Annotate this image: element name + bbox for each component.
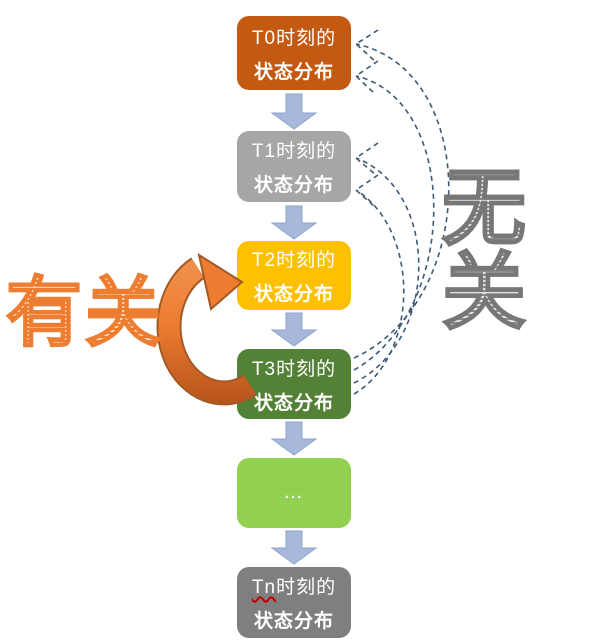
open-arrowhead-icon: [354, 142, 379, 176]
open-arrowhead-icon: [354, 60, 379, 94]
state-box-t0: T0时刻的 状态分布: [237, 16, 351, 90]
state-box-tn-line1-prefix-misspelled: Tn: [251, 577, 277, 598]
dashed-curve-t3-to-t0-outer-icon: [353, 43, 450, 359]
open-arrowhead-icon: [354, 174, 379, 207]
state-box-ellipsis-text: ...: [284, 484, 304, 502]
circular-arrow-head-icon: [197, 252, 244, 311]
state-box-t2-line1: T2时刻的: [251, 250, 337, 271]
state-box-t1-line1: T1时刻的: [251, 141, 337, 162]
related-curved-arrow: [156, 252, 257, 406]
dashed-curve-t3-to-t1-inner-icon: [353, 189, 405, 395]
label-related: 有关: [5, 271, 164, 356]
state-box-tn-line1-suffix: 时刻的: [276, 577, 337, 598]
down-arrow-icon: [270, 421, 318, 456]
down-arrows: [270, 93, 318, 565]
open-arrowhead-icon: [354, 29, 379, 63]
state-box-t3: T3时刻的 状态分布: [237, 349, 351, 419]
dashed-curve-t3-to-t0-inner-icon: [353, 75, 435, 371]
down-arrow-icon: [270, 205, 318, 240]
down-arrow-icon: [270, 93, 318, 130]
state-box-tn-line1: Tn时刻的: [252, 572, 336, 599]
state-box-t2-line2: 状态分布: [253, 284, 334, 305]
dashed-curve-t3-to-t1-outer-icon: [353, 157, 420, 384]
state-box-t3-line1: T3时刻的: [251, 358, 337, 380]
state-box-t0-line1: T0时刻的: [251, 27, 337, 49]
state-box-t1-line2: 状态分布: [253, 175, 334, 196]
circular-arrow-band-icon: [158, 259, 256, 404]
state-box-t2: T2时刻的 状态分布: [237, 241, 351, 310]
state-box-t0-line2: 状态分布: [253, 61, 334, 83]
unrelated-dashed-arrows: [353, 29, 450, 395]
state-box-tn: Tn时刻的 状态分布: [237, 567, 351, 638]
state-box-t3-line2: 状态分布: [253, 392, 334, 414]
down-arrow-icon: [270, 530, 318, 565]
state-box-t1: T1时刻的 状态分布: [237, 131, 351, 202]
state-box-ellipsis: ...: [237, 458, 351, 528]
label-unrelated: 无关: [441, 165, 612, 335]
state-box-tn-line2: 状态分布: [253, 611, 334, 632]
down-arrow-icon: [270, 312, 318, 347]
